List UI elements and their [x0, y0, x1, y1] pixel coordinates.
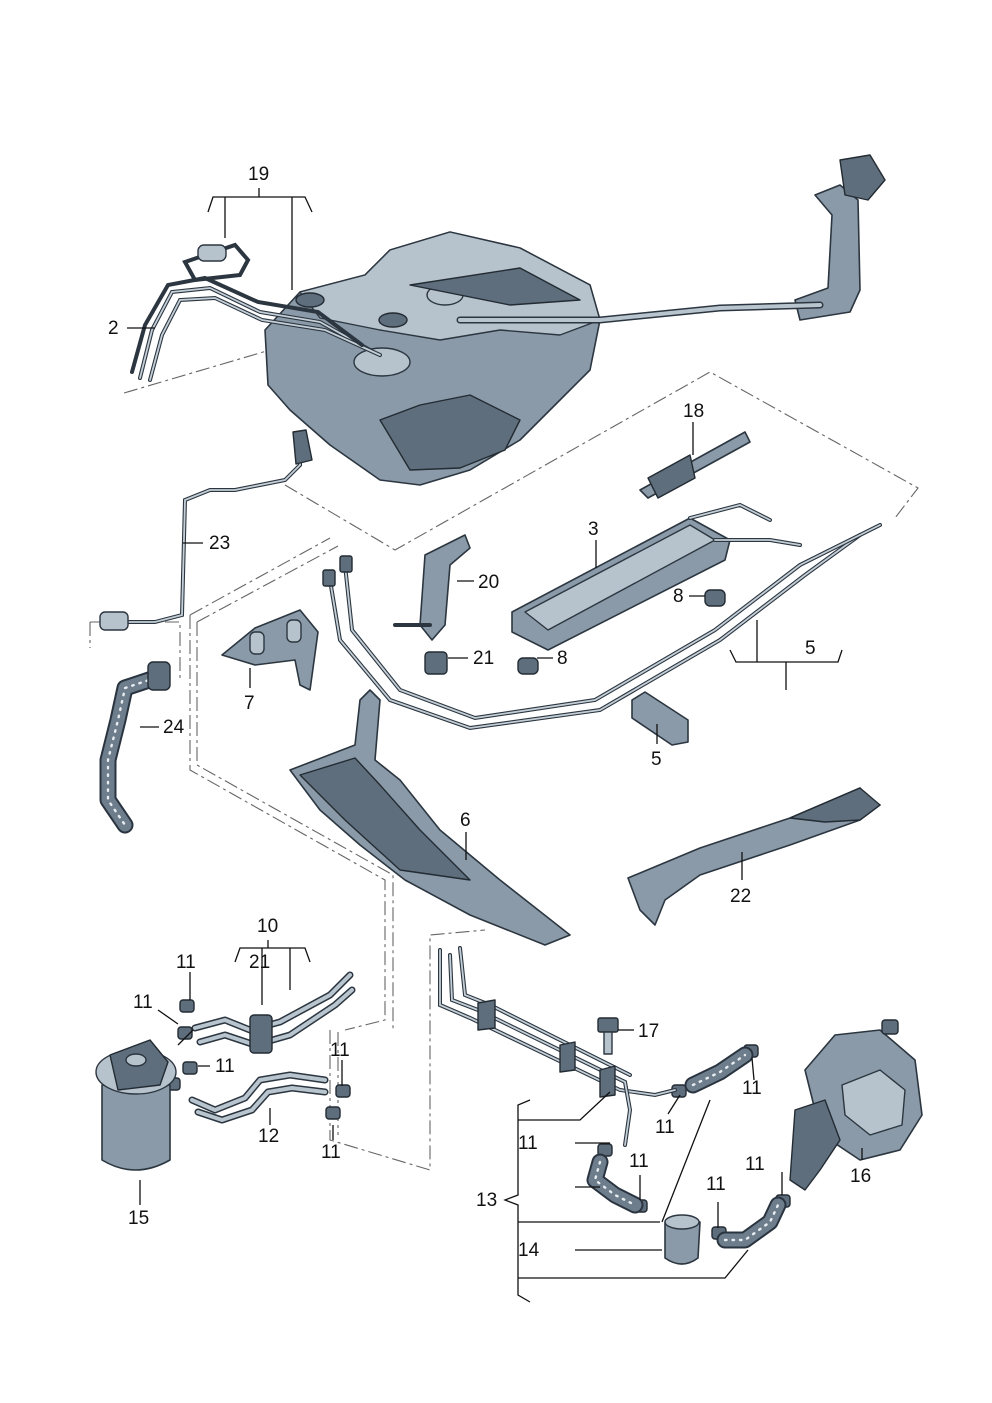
grommet-8-upper [704, 589, 726, 607]
callout-6: 6 [460, 810, 471, 831]
filter-lines-10 [191, 971, 356, 1054]
callout-23: 23 [209, 533, 230, 554]
callout-5-bracket: 5 [805, 638, 816, 659]
callout-22: 22 [730, 886, 751, 907]
grommet-21 [424, 651, 448, 675]
callout-18: 18 [683, 401, 704, 422]
assembly-boundaries [89, 349, 919, 1171]
fuel-return-valve [182, 242, 251, 283]
callout-15: 15 [128, 1208, 149, 1229]
line-clip-5 [631, 691, 689, 746]
callouts: 19 2 18 3 23 20 8 21 8 5 7 24 5 6 22 10 … [108, 164, 871, 1261]
callout-10: 10 [257, 916, 278, 937]
callout-19: 19 [248, 164, 269, 185]
callout-11-e: 11 [321, 1142, 341, 1163]
fuel-tank [264, 231, 601, 486]
callout-24: 24 [163, 717, 185, 738]
callout-11-b: 11 [133, 992, 153, 1013]
callout-11-h: 11 [518, 1133, 538, 1154]
short-hoses [586, 1046, 787, 1249]
callout-11-i: 11 [629, 1151, 649, 1172]
heat-shield [289, 689, 571, 946]
fuel-lines-13 [438, 946, 677, 1147]
callout-11-g: 11 [655, 1117, 675, 1138]
callout-11-a: 11 [176, 952, 196, 973]
callout-11-f: 11 [742, 1078, 762, 1099]
callout-16: 16 [850, 1166, 871, 1187]
filter-line-12 [188, 1071, 329, 1124]
non-return-valve [664, 1214, 701, 1265]
vent-line [99, 429, 313, 631]
leader-lines [127, 188, 863, 1303]
callout-13: 13 [476, 1190, 497, 1211]
insulation-strip [639, 431, 751, 499]
bracket-7 [221, 609, 319, 691]
callout-11-k: 11 [706, 1174, 726, 1195]
line-boundary-left [189, 615, 394, 1031]
tank-lines-and-harness [130, 242, 382, 382]
callout-17: 17 [638, 1021, 659, 1042]
filler-cap-housing [839, 154, 886, 201]
callout-8-upper: 8 [673, 586, 684, 607]
callout-11-j: 11 [745, 1154, 765, 1175]
breather-hose [99, 661, 171, 834]
fuel-lines-twin [322, 523, 882, 731]
callout-11-d: 11 [330, 1040, 350, 1061]
callout-2: 2 [108, 318, 119, 339]
callout-5-clip: 5 [651, 749, 662, 770]
fuel-filter [95, 1039, 177, 1171]
callout-11-c: 11 [215, 1056, 235, 1077]
grommet-8-lower [517, 657, 539, 675]
bolt-17 [597, 1017, 619, 1055]
callout-21-upper: 21 [473, 648, 494, 669]
callout-21-lower: 21 [249, 952, 270, 973]
bracket-20 [393, 534, 471, 641]
filler-pipe [456, 154, 886, 324]
bracket-22 [627, 787, 881, 926]
callout-7: 7 [244, 693, 255, 714]
line-boundary-upper [189, 537, 339, 623]
sender-unit-flange [353, 347, 411, 377]
valve-body [197, 244, 227, 262]
fuel-cooler [511, 502, 802, 675]
vacuum-pump [789, 1019, 923, 1191]
callout-12: 12 [258, 1126, 279, 1147]
callout-20: 20 [478, 572, 499, 593]
callout-8-lower: 8 [557, 648, 568, 669]
callout-3: 3 [588, 519, 599, 540]
tank-assembly-boundary [123, 349, 919, 551]
callout-14: 14 [518, 1240, 540, 1261]
